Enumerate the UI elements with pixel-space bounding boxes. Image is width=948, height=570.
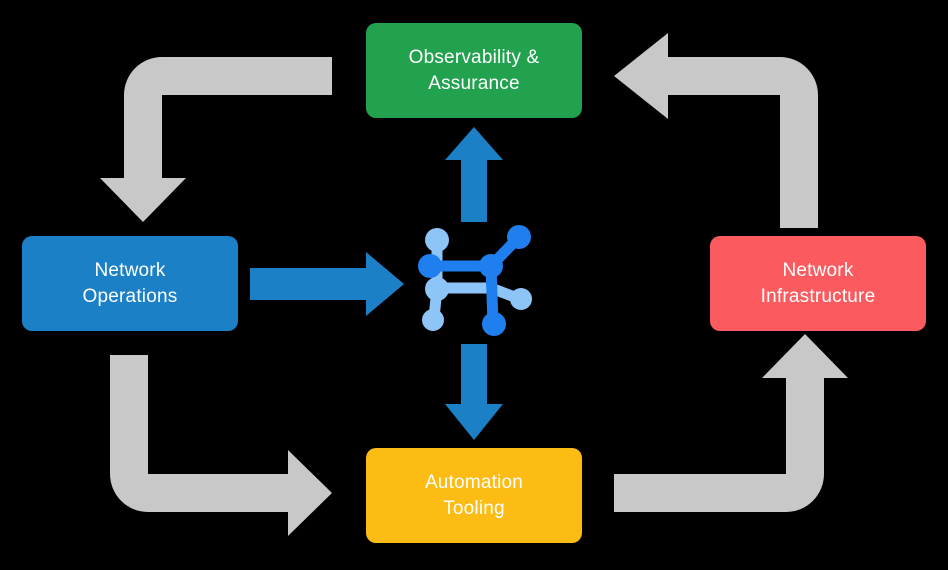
node-network-infrastructure-label: Network Infrastructure <box>760 260 876 307</box>
gray-arrow-automation-to-infrastructure <box>614 334 848 512</box>
gray-arrow-operations-to-automation <box>110 355 332 536</box>
gray-arrow-infrastructure-to-observability <box>614 33 818 228</box>
node-network-infrastructure[interactable]: Network Infrastructure <box>710 236 926 331</box>
node-network-operations[interactable]: Network Operations <box>22 236 238 331</box>
node-network-operations-label: Network Operations <box>82 260 178 307</box>
network-topology-icon <box>418 225 532 336</box>
blue-arrow-center-to-automation <box>445 344 503 440</box>
node-automation-tooling-label: Automation Tooling <box>424 472 524 519</box>
blue-arrow-center-to-observability <box>445 127 503 222</box>
node-observability-label: Observability & Assurance <box>408 47 540 94</box>
blue-arrow-operations-to-center <box>250 252 404 316</box>
node-automation-tooling[interactable]: Automation Tooling <box>366 448 582 543</box>
node-observability-assurance[interactable]: Observability & Assurance <box>366 23 582 118</box>
gray-arrow-observability-to-operations <box>100 57 332 222</box>
